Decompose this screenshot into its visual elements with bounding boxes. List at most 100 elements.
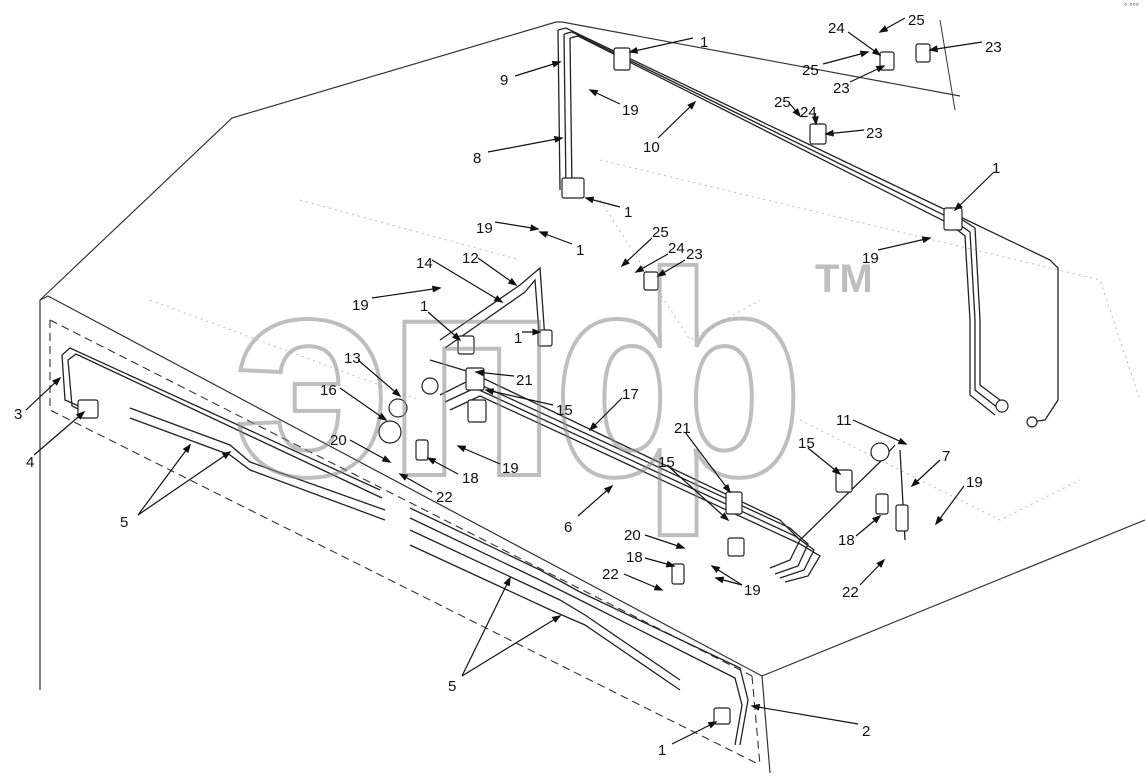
callout-c20a-arrowhead bbox=[381, 455, 392, 463]
callout-c1b-label: 1 bbox=[624, 204, 632, 221]
callout-c25d-arrowhead bbox=[620, 258, 630, 268]
callout-c19c-arrowhead bbox=[921, 236, 932, 244]
background-detail bbox=[149, 19, 1141, 521]
callout-c6-label: 6 bbox=[564, 519, 572, 536]
callout-c19g-leader bbox=[935, 485, 965, 525]
platform-dashed-outline bbox=[49, 319, 761, 766]
callout-c21a-arrowhead bbox=[474, 369, 484, 377]
callout-c18b-label: 18 bbox=[626, 549, 643, 566]
callout-c5a-arrowhead bbox=[182, 443, 192, 454]
callout-c9-leader bbox=[514, 61, 561, 77]
callout-c7-label: 7 bbox=[942, 448, 950, 465]
callout-c6-arrowhead bbox=[604, 484, 614, 494]
callout-c18b-arrowhead bbox=[665, 560, 676, 568]
callout-c2-label: 2 bbox=[862, 723, 870, 740]
callout-c23a-arrowhead bbox=[928, 45, 939, 53]
callout-c12-arrowhead bbox=[507, 277, 518, 286]
callout-c24a-arrowhead bbox=[871, 47, 882, 57]
callout-c24b-arrowhead bbox=[811, 116, 819, 126]
callout-c7-arrowhead bbox=[910, 478, 920, 488]
callout-c10-label: 10 bbox=[643, 139, 660, 156]
callout-c14-leader bbox=[431, 259, 503, 303]
callout-c18c-arrowhead bbox=[871, 514, 882, 524]
callout-c1g-arrowhead bbox=[707, 721, 718, 729]
callout-c24a-label: 24 bbox=[828, 20, 845, 37]
watermark-text: эпф bbox=[232, 213, 797, 538]
callout-c4-label: 4 bbox=[26, 454, 34, 471]
callout-c1a-leader bbox=[629, 37, 694, 53]
callout-c1f-label: 1 bbox=[514, 330, 522, 347]
callout-c11-label: 11 bbox=[836, 412, 852, 429]
callout-c1e-label: 1 bbox=[420, 298, 428, 315]
callout-c21b-leader bbox=[684, 431, 731, 493]
leader-lines bbox=[25, 17, 995, 745]
corner-mark: ° °°° bbox=[1123, 2, 1139, 11]
callout-c15b-label: 15 bbox=[658, 454, 675, 471]
callout-c1b-arrowhead bbox=[584, 196, 595, 204]
callout-c19d-leader bbox=[371, 287, 441, 299]
callout-c16-leader bbox=[339, 387, 387, 421]
callout-c12-label: 12 bbox=[462, 250, 479, 267]
callout-c5b-arrowhead bbox=[503, 576, 511, 587]
callout-c1e-arrowhead bbox=[452, 332, 462, 342]
callout-c20a-leader bbox=[349, 439, 391, 463]
callout-c23c-arrowhead bbox=[824, 129, 834, 137]
callout-c24c-arrowhead bbox=[634, 265, 645, 273]
callout-c22a-arrowhead bbox=[398, 473, 409, 481]
callout-c15c-label: 15 bbox=[798, 435, 815, 452]
callout-c25c-arrowhead bbox=[792, 107, 802, 118]
callout-c14-arrowhead bbox=[493, 295, 504, 303]
callout-c1a-arrowhead bbox=[628, 46, 639, 54]
callout-c5a-label: 5 bbox=[120, 514, 128, 531]
callout-c23d-label: 23 bbox=[686, 246, 703, 263]
watermark-trademark: TM bbox=[815, 257, 873, 301]
callout-c19a-label: 19 bbox=[622, 102, 639, 119]
callout-c3-label: 3 bbox=[14, 406, 22, 423]
callout-c2-leader bbox=[751, 705, 859, 725]
callout-c19g-label: 19 bbox=[966, 474, 983, 491]
callout-c22a-label: 22 bbox=[436, 489, 453, 506]
callout-c18a-arrowhead bbox=[426, 457, 437, 465]
callout-c19c-leader bbox=[877, 237, 931, 251]
callout-c14-label: 14 bbox=[416, 255, 433, 272]
callout-c20b-arrowhead bbox=[675, 542, 686, 549]
callout-c18c-label: 18 bbox=[838, 532, 855, 549]
callout-c15a-leader bbox=[485, 389, 554, 406]
callout-c16-arrowhead bbox=[377, 412, 388, 421]
callout-c16-label: 16 bbox=[320, 382, 337, 399]
callout-c25a-arrowhead bbox=[878, 25, 889, 33]
callout-c8-arrowhead bbox=[553, 136, 564, 143]
callout-c25d-label: 25 bbox=[652, 224, 669, 241]
callout-c24b-label: 24 bbox=[800, 104, 817, 121]
callout-c1g-label: 1 bbox=[658, 742, 666, 759]
watermark: эпф TM bbox=[230, 211, 873, 540]
callout-c2-arrowhead bbox=[750, 703, 761, 711]
callout-c5a-leader bbox=[137, 444, 191, 516]
callout-c1c-arrowhead bbox=[538, 231, 549, 238]
callout-c25b-arrowhead bbox=[859, 50, 870, 58]
callout-c8-label: 8 bbox=[473, 150, 481, 167]
callout-c23a-leader bbox=[929, 41, 983, 51]
callout-c5b-label: 5 bbox=[448, 678, 456, 695]
callout-c12-leader bbox=[477, 257, 517, 286]
callout-c24c-label: 24 bbox=[668, 240, 685, 257]
callout-c3-arrowhead bbox=[52, 376, 62, 386]
callout-c19b-arrowhead bbox=[529, 224, 540, 232]
callout-c21a-label: 21 bbox=[516, 372, 533, 389]
callout-c10-arrowhead bbox=[687, 100, 697, 110]
callout-c20b-label: 20 bbox=[624, 527, 641, 544]
callout-c21b-label: 21 bbox=[674, 420, 691, 437]
callout-c23b-label: 23 bbox=[833, 80, 850, 97]
callout-c3-leader bbox=[25, 377, 61, 411]
upper-frame-pipes bbox=[557, 27, 1059, 423]
callout-c15a-arrowhead bbox=[484, 388, 495, 396]
callout-c19a-arrowhead bbox=[588, 89, 599, 97]
callout-c15c-arrowhead bbox=[831, 466, 842, 476]
callout-c19c-label: 19 bbox=[862, 250, 879, 267]
callout-c25a-label: 25 bbox=[908, 12, 925, 29]
callout-c23b-arrowhead bbox=[875, 65, 886, 73]
callout-c15b-arrowhead bbox=[720, 512, 730, 522]
callout-c19f-label: 19 bbox=[744, 582, 761, 599]
